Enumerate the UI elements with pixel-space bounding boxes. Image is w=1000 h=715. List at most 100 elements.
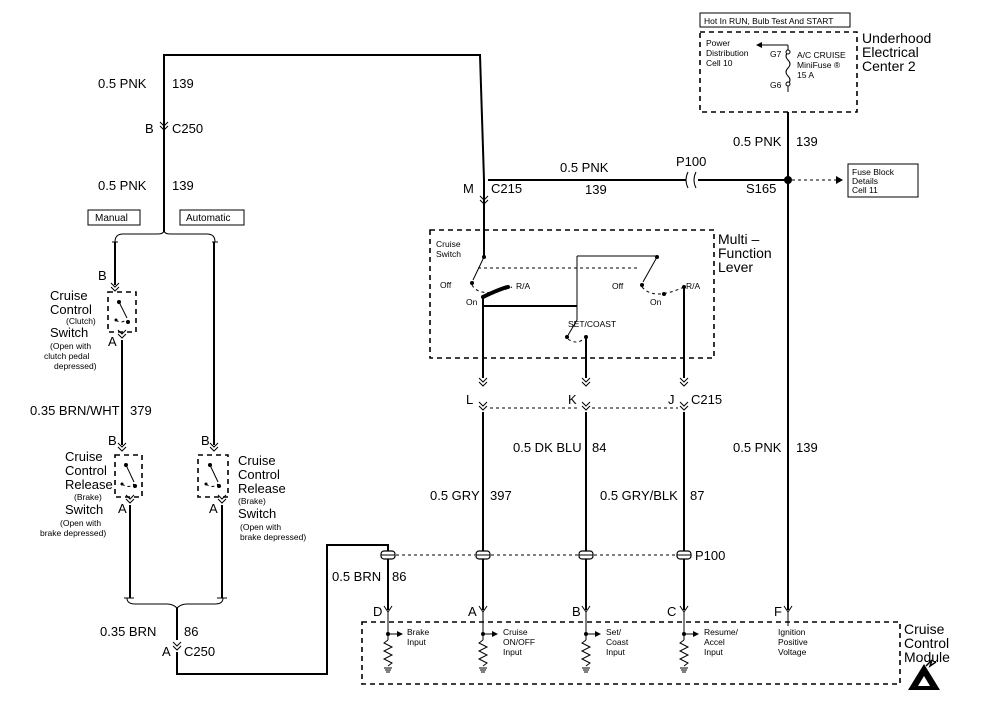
svg-text:15 A: 15 A — [797, 70, 814, 80]
svg-text:F: F — [774, 604, 782, 619]
svg-text:0.5 PNK: 0.5 PNK — [733, 440, 782, 455]
svg-text:0.5 GRY/BLK: 0.5 GRY/BLK — [600, 488, 678, 503]
svg-text:B: B — [108, 433, 117, 448]
svg-text:(Brake): (Brake) — [238, 496, 266, 506]
svg-text:Control: Control — [65, 463, 107, 478]
svg-text:Manual: Manual — [95, 213, 128, 224]
svg-text:Center 2: Center 2 — [862, 58, 916, 74]
svg-text:Accel: Accel — [704, 637, 725, 647]
svg-text:C250: C250 — [172, 121, 203, 136]
svg-text:Control: Control — [904, 635, 949, 651]
svg-text:Distribution: Distribution — [706, 48, 749, 58]
svg-text:Switch: Switch — [436, 249, 461, 259]
svg-text:SET/COAST: SET/COAST — [568, 319, 616, 329]
svg-text:86: 86 — [392, 569, 406, 584]
svg-text:0.5 PNK: 0.5 PNK — [560, 160, 609, 175]
svg-text:G6: G6 — [770, 80, 782, 90]
svg-text:Control: Control — [50, 302, 92, 317]
module-input-d — [383, 612, 403, 673]
svg-text:B: B — [572, 604, 581, 619]
svg-text:G7: G7 — [770, 49, 782, 59]
svg-text:0.5 PNK: 0.5 PNK — [98, 76, 147, 91]
svg-text:0.5 PNK: 0.5 PNK — [733, 134, 782, 149]
svg-text:Automatic: Automatic — [186, 213, 230, 224]
svg-text:On: On — [650, 297, 662, 307]
svg-text:0.5 BRN: 0.5 BRN — [332, 569, 381, 584]
svg-text:Multi –: Multi – — [718, 231, 759, 247]
svg-text:A: A — [162, 644, 171, 659]
svg-text:Cruise: Cruise — [436, 239, 461, 249]
svg-text:Release: Release — [238, 481, 286, 496]
svg-text:84: 84 — [592, 440, 606, 455]
svg-text:B: B — [201, 433, 210, 448]
svg-text:87: 87 — [690, 488, 704, 503]
brake-switch-manual — [114, 454, 143, 498]
svg-text:0.5 DK BLU: 0.5 DK BLU — [513, 440, 582, 455]
svg-text:0.5 PNK: 0.5 PNK — [98, 178, 147, 193]
svg-text:Control: Control — [238, 467, 280, 482]
svg-text:A: A — [468, 604, 477, 619]
clutch-switch — [107, 291, 137, 333]
svg-text:86: 86 — [184, 624, 198, 639]
svg-text:139: 139 — [796, 134, 818, 149]
svg-text:P100: P100 — [676, 154, 706, 169]
svg-text:B: B — [145, 121, 154, 136]
svg-text:J: J — [668, 392, 675, 407]
svg-text:B: B — [98, 268, 107, 283]
svg-text:Module: Module — [904, 649, 950, 665]
svg-text:Switch: Switch — [50, 325, 88, 340]
svg-text:M: M — [463, 181, 474, 196]
svg-text:Set/: Set/ — [606, 627, 622, 637]
module-input-a — [478, 612, 498, 673]
module-input-b — [581, 612, 601, 673]
p100-top-connector — [685, 171, 697, 189]
module-input-c — [679, 612, 699, 673]
svg-text:Voltage: Voltage — [778, 647, 807, 657]
svg-text:depressed): depressed) — [54, 361, 97, 371]
svg-text:A/C CRUISE: A/C CRUISE — [797, 50, 846, 60]
svg-text:C250: C250 — [184, 644, 215, 659]
svg-text:Cruise: Cruise — [50, 288, 88, 303]
svg-text:(Open with: (Open with — [240, 522, 281, 532]
svg-text:Cruise: Cruise — [65, 449, 103, 464]
svg-text:Cruise: Cruise — [238, 453, 276, 468]
multi-function-lever — [429, 229, 715, 359]
svg-text:0.35 BRN/WHT: 0.35 BRN/WHT — [30, 403, 120, 418]
svg-text:A: A — [108, 334, 117, 349]
cruise-control-module — [361, 621, 901, 685]
svg-text:Cruise: Cruise — [904, 621, 945, 637]
svg-text:A: A — [118, 501, 127, 516]
svg-text:R/A: R/A — [516, 281, 531, 291]
svg-text:Input: Input — [704, 647, 724, 657]
hot-note: Hot In RUN, Bulb Test And START — [699, 12, 851, 28]
svg-text:397: 397 — [490, 488, 512, 503]
svg-text:(Brake): (Brake) — [74, 492, 102, 502]
svg-text:K: K — [568, 392, 577, 407]
svg-text:Switch: Switch — [65, 502, 103, 517]
svg-text:139: 139 — [796, 440, 818, 455]
svg-text:0.35 BRN: 0.35 BRN — [100, 624, 156, 639]
svg-text:Hot In RUN, Bulb Test And STAR: Hot In RUN, Bulb Test And START — [704, 16, 833, 26]
svg-text:C215: C215 — [491, 181, 522, 196]
svg-text:Cruise: Cruise — [503, 627, 528, 637]
svg-text:Positive: Positive — [778, 637, 808, 647]
svg-text:Input: Input — [407, 637, 427, 647]
svg-text:(Open with: (Open with — [50, 341, 91, 351]
svg-text:379: 379 — [130, 403, 152, 418]
svg-text:Off: Off — [440, 280, 452, 290]
svg-text:clutch pedal: clutch pedal — [44, 351, 89, 361]
svg-text:A: A — [209, 501, 218, 516]
svg-text:0.5 GRY: 0.5 GRY — [430, 488, 480, 503]
fuse-block-ref — [847, 163, 919, 198]
svg-text:Brake: Brake — [407, 627, 429, 637]
power-dist-label: Power — [706, 38, 730, 48]
svg-text:Resume/: Resume/ — [704, 627, 739, 637]
svg-text:R/A: R/A — [686, 281, 701, 291]
esd-warning-icon — [908, 659, 940, 690]
brake-switch-auto — [197, 454, 229, 498]
svg-text:MiniFuse ®: MiniFuse ® — [797, 60, 841, 70]
svg-text:(Open with: (Open with — [60, 518, 101, 528]
svg-text:Cell 10: Cell 10 — [706, 58, 733, 68]
svg-text:S165: S165 — [746, 181, 776, 196]
